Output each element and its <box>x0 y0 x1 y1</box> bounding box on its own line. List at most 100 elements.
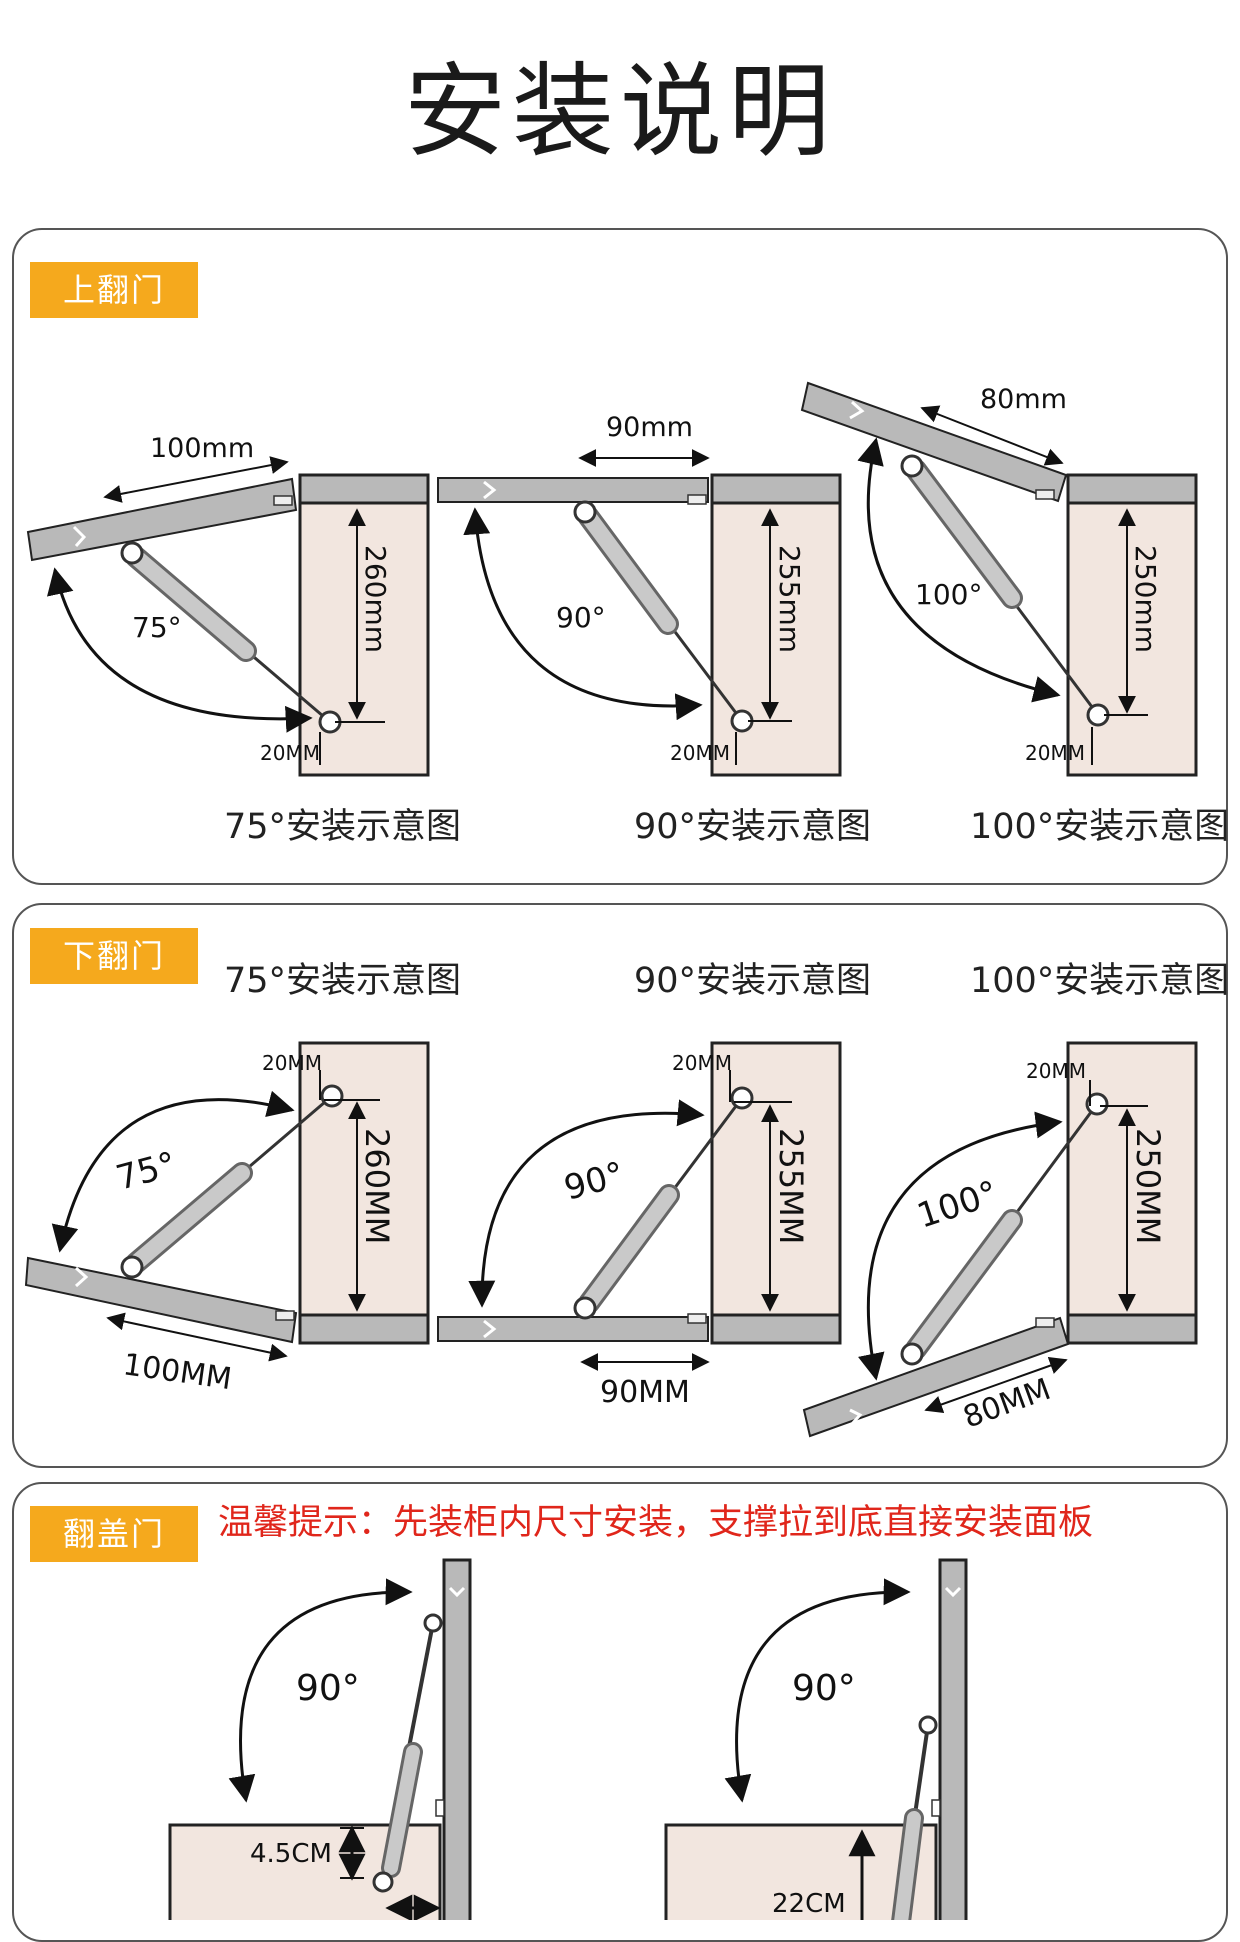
width-arrow <box>924 1356 1068 1414</box>
lid-chevron-icon <box>448 1586 466 1598</box>
strut-pivot-top <box>573 500 597 524</box>
hinge <box>687 1313 707 1324</box>
width-label: 90mm <box>606 412 693 443</box>
height-label: 260mm <box>359 545 392 653</box>
width-arrow <box>106 1312 288 1362</box>
angle-label: 90° <box>556 601 606 634</box>
angle-label: 90° <box>792 1668 856 1709</box>
offset-label: 4.5CM <box>250 1839 332 1869</box>
width-label: 100mm <box>150 433 254 464</box>
hinge <box>931 1799 941 1817</box>
lid-panel <box>442 1558 472 1920</box>
strut-pivot-top <box>1085 1092 1109 1116</box>
diagram-up-75: 100mm 75° 260mm 20MM <box>26 433 430 777</box>
angle-arc <box>228 1578 413 1803</box>
hinge <box>1035 1317 1055 1328</box>
strut-pivot-top <box>918 1715 938 1735</box>
cabinet-body <box>664 1823 938 1920</box>
hinge <box>435 1799 445 1817</box>
width-arrow <box>103 456 289 503</box>
width-label: 90MM <box>600 1375 690 1410</box>
offset-label: 20MM <box>260 741 320 765</box>
strut-pivot-top <box>320 1084 344 1108</box>
lid-panel <box>938 1558 968 1920</box>
diagram-flap-2: 90° 22CM <box>664 1558 968 1920</box>
angle-arc <box>47 567 313 733</box>
height-label: 250MM <box>1129 1128 1167 1244</box>
angle-arc <box>463 507 703 721</box>
diagram-up-100: 80mm 100° 250mm 20MM <box>800 381 1198 777</box>
door-chevron-icon <box>74 1266 89 1288</box>
diagram-up-90: 90mm 90° 255mm 20MM <box>437 412 842 777</box>
height-label: 255MM <box>772 1128 810 1244</box>
diagram-down-90: 20MM 90° 255MM 90MM <box>437 1041 842 1410</box>
door-panel <box>26 477 298 562</box>
door-chevron-icon <box>849 1408 863 1425</box>
angle-arc <box>468 1099 705 1308</box>
strut-pivot-bottom <box>372 1871 394 1893</box>
strut-pivot-top <box>900 454 924 478</box>
strut-pivot-bottom <box>573 1296 597 1320</box>
strut-pivot-bottom <box>900 1342 924 1366</box>
caption-down-90: 90°安装示意图 <box>634 961 872 1001</box>
gas-strut-body-highlight <box>581 1187 677 1311</box>
width-arrow <box>920 405 1064 466</box>
angle-label: 75° <box>112 1144 181 1198</box>
section-tag-upward: 上翻门 <box>30 262 198 318</box>
door-chevron-icon <box>72 525 87 547</box>
cabinet-top-panel <box>1066 473 1198 505</box>
offset-label: 20MM <box>1025 741 1085 765</box>
door-chevron-icon <box>849 400 865 420</box>
caption-down-75: 75°安装示意图 <box>224 961 462 1001</box>
caption-down-100: 100°安装示意图 <box>970 961 1230 1001</box>
hinge <box>687 494 707 505</box>
height-label: 250mm <box>1129 545 1162 653</box>
caption-up-75: 75°安装示意图 <box>224 807 462 847</box>
section-tag-downward: 下翻门 <box>30 928 198 984</box>
cabinet-top-panel <box>298 473 430 505</box>
cabinet-bottom-panel <box>710 1313 842 1345</box>
angle-arc <box>857 437 1061 703</box>
diagram-down-75: 20MM 75° 260MM 100MM <box>24 1041 430 1397</box>
door-chevron-icon <box>483 1319 497 1339</box>
installation-tip: 温馨提示：先装柜内尺寸安装，支撑拉到底直接安装面板 <box>218 1503 1094 1543</box>
strut-pivot-top <box>120 541 144 565</box>
height-label: 260MM <box>358 1128 396 1244</box>
gas-strut-body-highlight <box>894 1811 921 1920</box>
strut-pivot-top <box>730 1086 754 1110</box>
angle-label: 100° <box>912 1173 1002 1236</box>
cabinet-bottom-panel <box>298 1313 430 1345</box>
cabinet-bottom-panel <box>1066 1313 1198 1345</box>
width-label: 80mm <box>980 384 1067 415</box>
width-label: 100MM <box>121 1347 234 1397</box>
angle-arc <box>724 1578 911 1803</box>
page-title: 安装说明 <box>404 53 836 172</box>
offset-label: 20MM <box>670 741 730 765</box>
caption-up-90: 90°安装示意图 <box>634 807 872 847</box>
hinge <box>273 495 293 506</box>
door-panel <box>437 1316 709 1342</box>
diagram-flap-1: 90° 4.5CM <box>168 1558 472 1920</box>
section-tag-flap: 翻盖门 <box>30 1506 198 1562</box>
angle-arc <box>51 1090 295 1253</box>
offset-label: 22CM <box>772 1889 846 1919</box>
angle-arc <box>857 1111 1063 1381</box>
door-chevron-icon <box>483 480 497 500</box>
cabinet-top-panel <box>710 473 842 505</box>
diagram-down-100: 20MM 100° 250MM 80MM <box>802 1041 1198 1438</box>
door-panel <box>437 477 709 503</box>
angle-label: 75° <box>132 611 182 644</box>
offset-label: 20MM <box>672 1051 732 1075</box>
offset-label: 20MM <box>1026 1059 1086 1083</box>
strut-pivot-bottom <box>120 1255 144 1279</box>
angle-label: 90° <box>296 1668 360 1709</box>
angle-label: 100° <box>915 578 982 611</box>
gas-strut-body-highlight <box>908 1212 1020 1357</box>
hinge <box>275 1310 295 1321</box>
angle-label: 90° <box>560 1154 629 1208</box>
lid-chevron-icon <box>944 1586 962 1598</box>
caption-up-100: 100°安装示意图 <box>970 807 1230 847</box>
hinge <box>1035 489 1055 500</box>
strut-pivot-top <box>423 1613 443 1633</box>
